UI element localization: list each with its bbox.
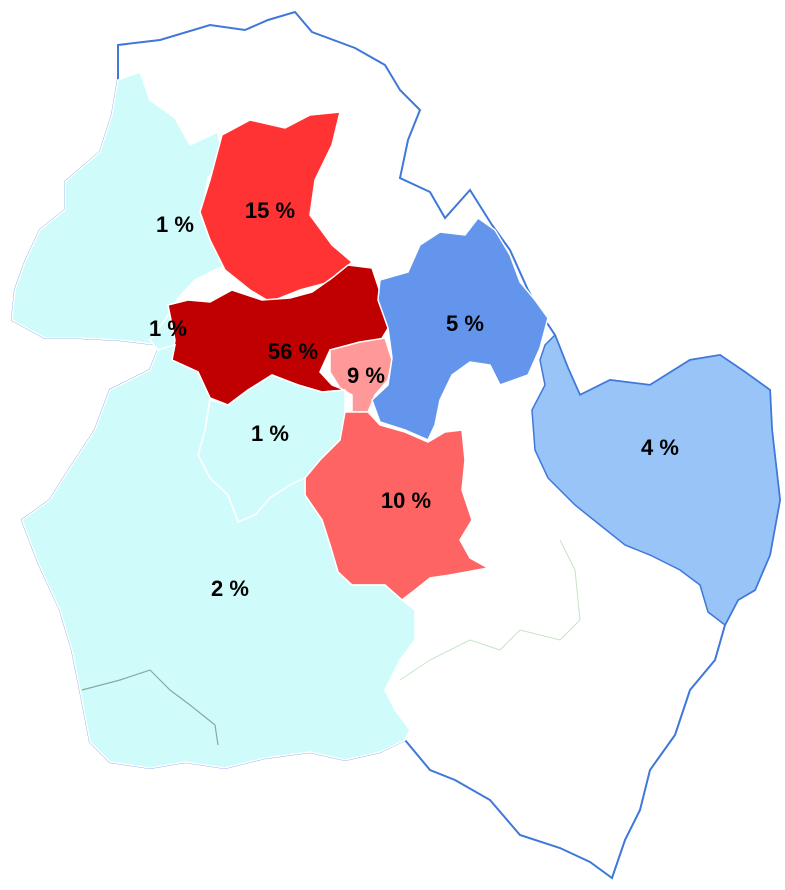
label-center-pink: 9 % (347, 363, 385, 388)
label-north-red: 15 % (245, 198, 295, 223)
region-southwest-light (21, 343, 416, 769)
label-center-darkred: 56 % (268, 339, 318, 364)
label-northeast-blue: 5 % (446, 311, 484, 336)
label-west-tip: 1 % (149, 316, 187, 341)
label-southwest-light: 2 % (211, 576, 249, 601)
region-north-red (199, 111, 354, 303)
region-northeast-blue (371, 216, 549, 441)
label-south-center-red: 10 % (381, 488, 431, 513)
region-east-lightblue (531, 333, 781, 627)
label-northwest-light: 1 % (156, 212, 194, 237)
label-center-south-light: 1 % (251, 421, 289, 446)
inner-border-south (399, 539, 581, 681)
region-center-pink (329, 337, 393, 413)
label-east-lightblue: 4 % (641, 435, 679, 460)
inner-border-southwest (81, 669, 219, 746)
